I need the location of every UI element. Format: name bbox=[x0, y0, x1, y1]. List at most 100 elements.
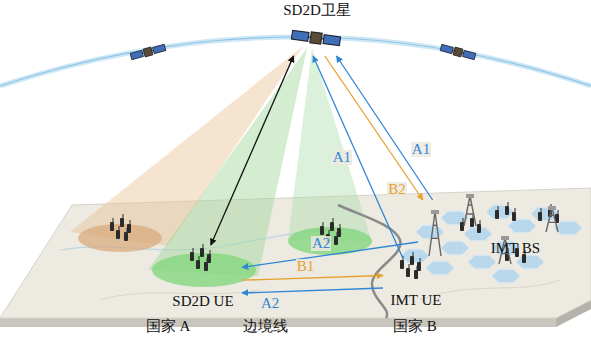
region-label: 国家 A bbox=[146, 318, 191, 335]
antenna bbox=[337, 232, 338, 236]
antenna-head bbox=[548, 206, 556, 210]
base-stations bbox=[429, 194, 558, 264]
terminal bbox=[512, 212, 516, 221]
antenna bbox=[323, 222, 324, 226]
antenna bbox=[193, 248, 194, 252]
region-label: 边境线 bbox=[243, 318, 288, 335]
node-label: IMT BS bbox=[491, 240, 540, 257]
antenna bbox=[541, 208, 542, 212]
cell-hex bbox=[401, 249, 429, 262]
link-label: B1 bbox=[296, 259, 316, 274]
base-station-node: IMT BS bbox=[418, 200, 540, 256]
tower bbox=[546, 208, 558, 232]
antenna bbox=[329, 230, 330, 234]
terminal bbox=[410, 256, 414, 265]
interference-link bbox=[211, 56, 294, 245]
cell-hex bbox=[441, 241, 469, 254]
terminal bbox=[124, 232, 128, 241]
antenna bbox=[119, 226, 120, 230]
satellite-node: SD2D卫星 bbox=[278, 2, 356, 56]
satellite bbox=[440, 44, 476, 61]
link-label: B2 bbox=[387, 182, 407, 197]
cell-hex bbox=[468, 255, 496, 268]
terminal bbox=[320, 226, 324, 235]
terminal bbox=[470, 218, 474, 227]
terminal bbox=[417, 262, 421, 271]
cell-hex bbox=[416, 225, 444, 238]
terminal bbox=[200, 248, 204, 257]
terminal bbox=[127, 224, 131, 233]
antenna bbox=[199, 256, 200, 260]
cell-hex bbox=[554, 221, 582, 234]
cell-hex bbox=[508, 219, 536, 232]
satellite bbox=[291, 29, 340, 47]
terminal bbox=[414, 270, 418, 279]
antenna bbox=[480, 220, 481, 224]
terminal bbox=[400, 260, 404, 269]
terminal-node: SD2D UE bbox=[164, 245, 242, 309]
cell-hex bbox=[486, 205, 514, 218]
terminal bbox=[495, 210, 499, 219]
antenna bbox=[463, 218, 464, 222]
terminal bbox=[334, 236, 338, 245]
antenna bbox=[558, 210, 559, 214]
link-label: A2 bbox=[311, 236, 331, 251]
terminal bbox=[120, 218, 124, 227]
beam-spot bbox=[152, 253, 256, 287]
antenna bbox=[207, 258, 208, 262]
terminal bbox=[116, 230, 120, 239]
terminal-node: IMT UE bbox=[383, 258, 449, 308]
terminal bbox=[406, 268, 410, 277]
terminal bbox=[110, 222, 114, 231]
cell-hex bbox=[492, 269, 520, 282]
antenna bbox=[127, 228, 128, 232]
satellite bbox=[130, 44, 166, 61]
antenna bbox=[409, 264, 410, 268]
antenna bbox=[203, 244, 204, 248]
cell-hex bbox=[426, 261, 454, 274]
tower bbox=[464, 196, 476, 226]
tower bbox=[429, 212, 441, 256]
link-label: A1 bbox=[411, 142, 431, 157]
antenna-head bbox=[466, 194, 474, 198]
terminal bbox=[204, 262, 208, 271]
terminal bbox=[505, 206, 509, 215]
antenna bbox=[508, 202, 509, 206]
satellites bbox=[130, 29, 476, 60]
terminal bbox=[330, 222, 334, 231]
terminal bbox=[460, 222, 464, 231]
interference-link bbox=[242, 276, 383, 281]
antenna bbox=[113, 218, 114, 222]
interference-link bbox=[313, 56, 403, 258]
antenna bbox=[413, 252, 414, 256]
terminal bbox=[196, 260, 200, 269]
antenna bbox=[515, 208, 516, 212]
terminal bbox=[477, 224, 481, 233]
antenna-head bbox=[431, 210, 439, 214]
antenna bbox=[498, 206, 499, 210]
antenna bbox=[340, 224, 341, 228]
interference-link bbox=[325, 56, 423, 200]
node-label: IMT UE bbox=[391, 292, 442, 309]
terminal bbox=[190, 252, 194, 261]
terminal bbox=[337, 228, 341, 237]
interference-link bbox=[337, 56, 433, 200]
terminal bbox=[207, 254, 211, 263]
antenna-head bbox=[501, 236, 509, 240]
antenna bbox=[333, 218, 334, 222]
beam-spot bbox=[78, 224, 162, 252]
imt-cells bbox=[401, 205, 582, 282]
region-label: 国家 B bbox=[393, 318, 437, 335]
link-label: A2 bbox=[260, 296, 280, 311]
antenna bbox=[123, 214, 124, 218]
antenna bbox=[210, 250, 211, 254]
node-label: SD2D UE bbox=[172, 293, 233, 310]
antenna bbox=[130, 220, 131, 224]
link-label: A1 bbox=[332, 150, 352, 165]
node-label: SD2D卫星 bbox=[283, 2, 351, 19]
terminals bbox=[110, 202, 559, 279]
antenna bbox=[420, 258, 421, 262]
